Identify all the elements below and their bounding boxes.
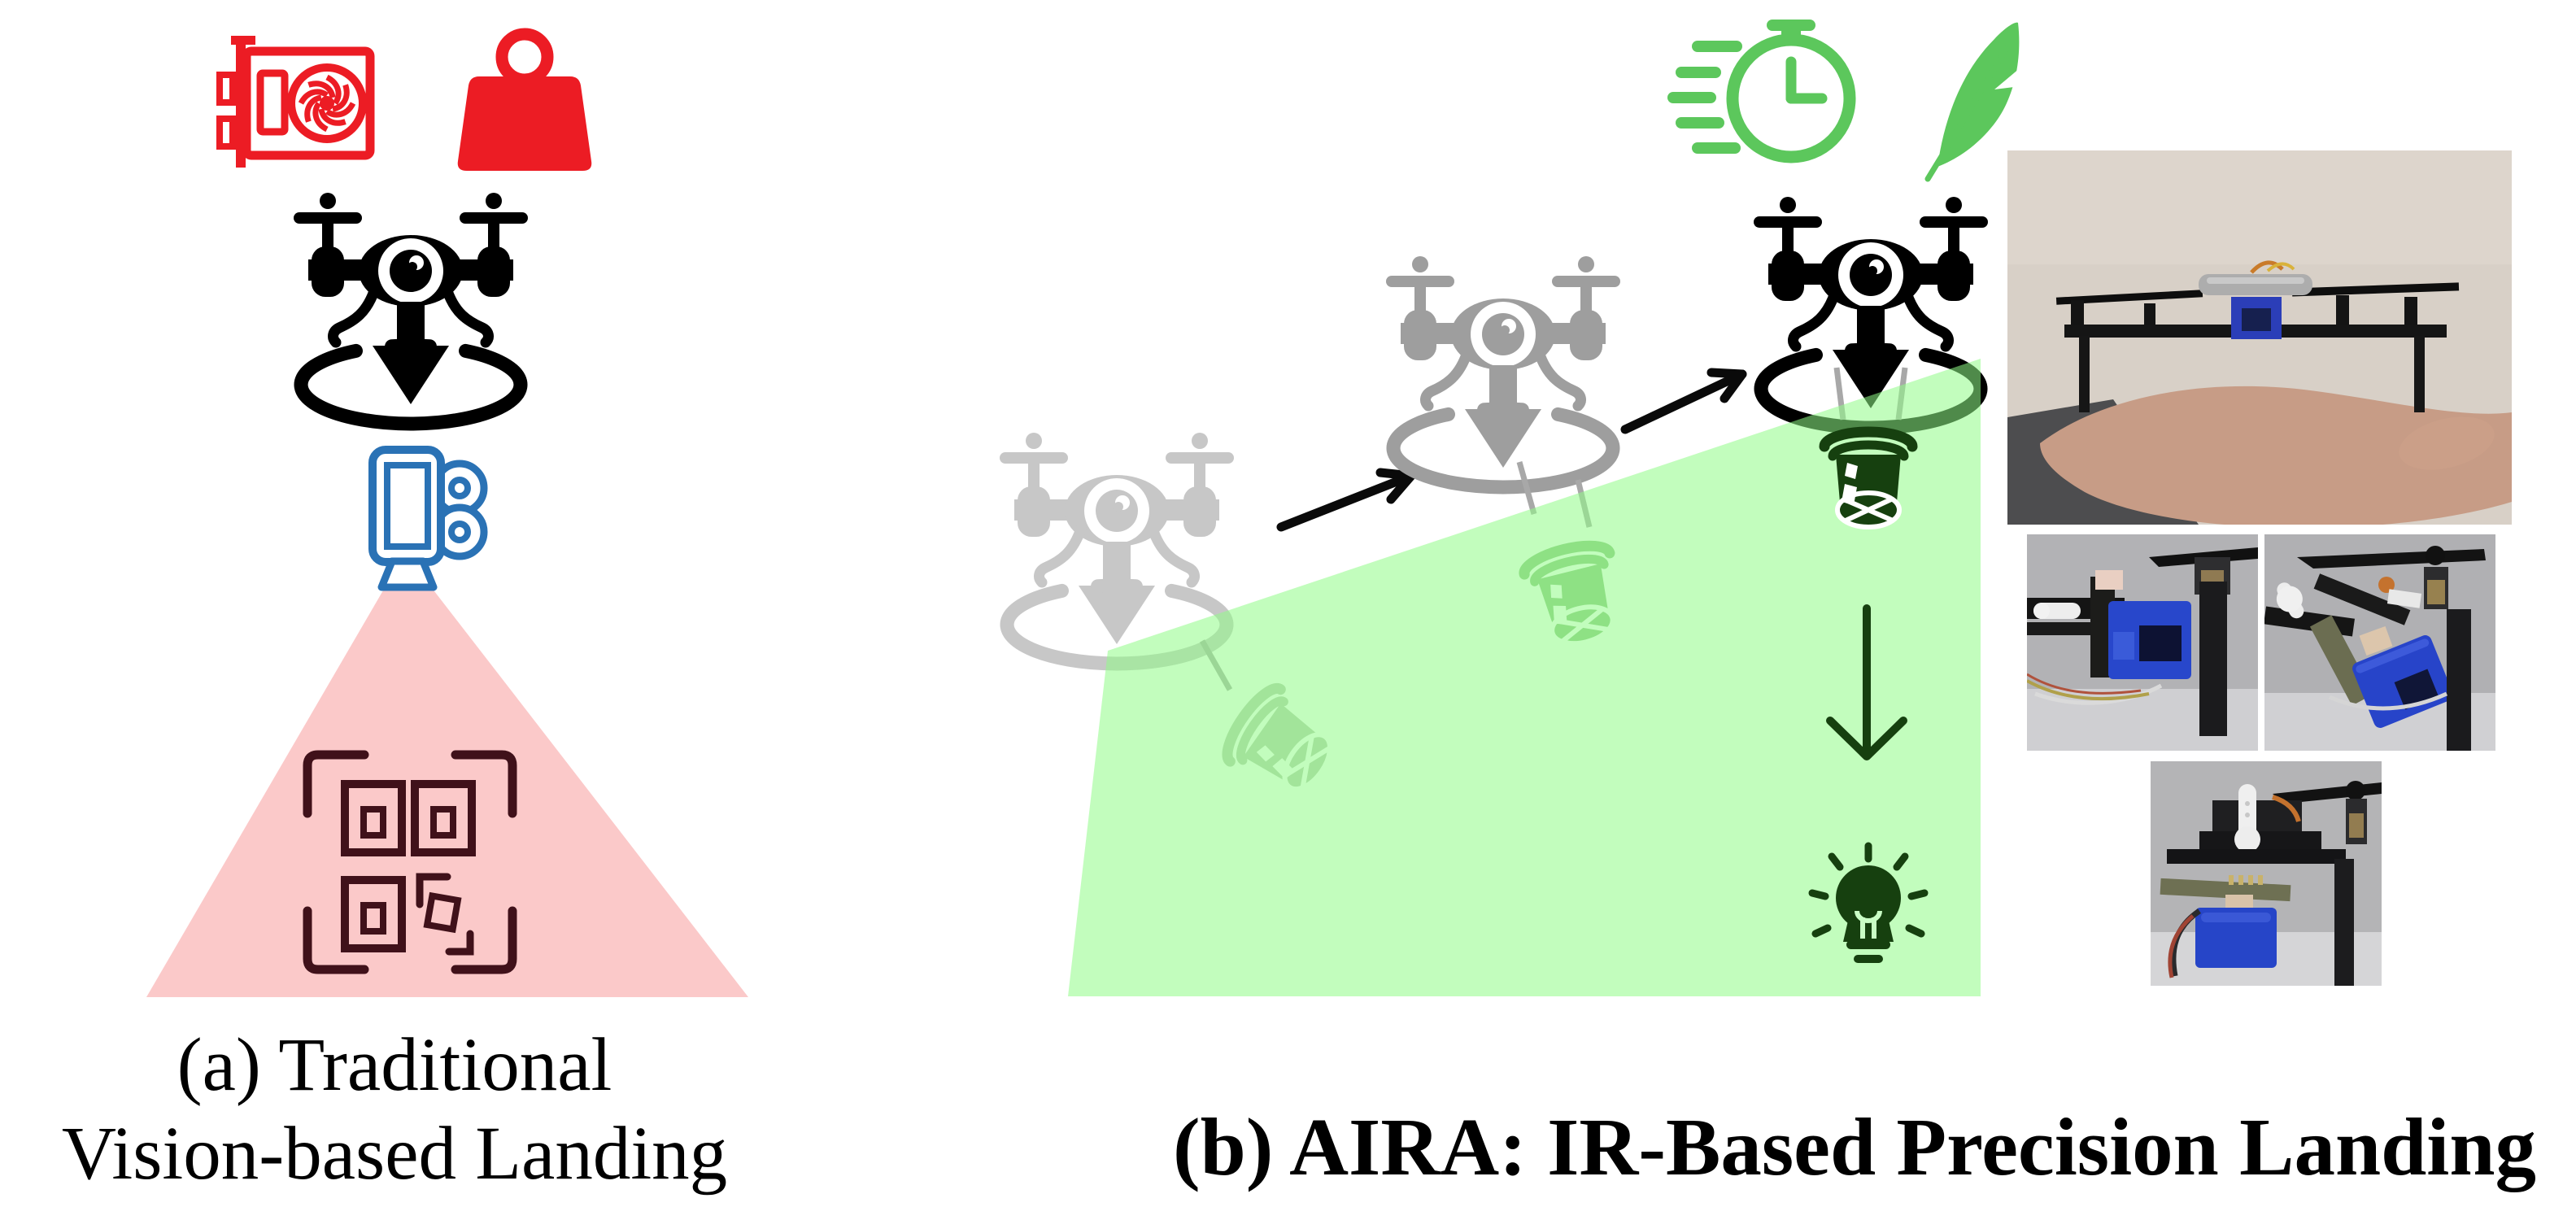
gpu-card-icon <box>216 36 375 168</box>
lightbulb-idea-icon <box>1808 842 1929 963</box>
photo-ir-module-side-image <box>2027 534 2258 751</box>
heavy-weight-icon <box>457 28 592 171</box>
photo-ir-module-tilted-view <box>2264 534 2495 751</box>
caption-b-text: (b) AIRA: IR-Based Precision Landing <box>1172 1101 2537 1192</box>
transition-arrow-1 <box>1276 468 1416 532</box>
approaching-drone-mid <box>1386 256 1620 487</box>
camera-view-cone <box>146 581 748 997</box>
panel-a <box>146 28 748 997</box>
photo-ir-module-bottom-image <box>2151 761 2382 986</box>
photo-drone-on-palm-image <box>2007 150 2512 525</box>
panel-b <box>1000 20 2020 996</box>
lightweight-feather-icon <box>1924 22 2020 182</box>
caption-panel-a: (a) Traditional Vision-based Landing <box>0 1022 789 1199</box>
transition-arrow-2 <box>1620 368 1747 434</box>
fiducial-marker-icon <box>303 750 517 974</box>
caption-panel-b: (b) AIRA: IR-Based Precision Landing <box>1139 1100 2570 1194</box>
photo-ir-module-bottom-view <box>2151 761 2382 986</box>
photo-ir-module-side-view <box>2027 534 2258 751</box>
landing-drone-icon-a <box>294 193 528 424</box>
caption-a-line2: Vision-based Landing <box>61 1111 728 1196</box>
ir-beam <box>1068 359 1981 996</box>
descent-arrow <box>1826 604 1907 760</box>
photo-ir-module-tilted-image <box>2264 534 2495 751</box>
fast-timer-icon <box>1667 20 1856 163</box>
photo-drone-on-palm <box>2007 150 2512 525</box>
caption-a-line1: (a) Traditional <box>177 1023 612 1107</box>
video-camera-icon <box>368 446 488 591</box>
